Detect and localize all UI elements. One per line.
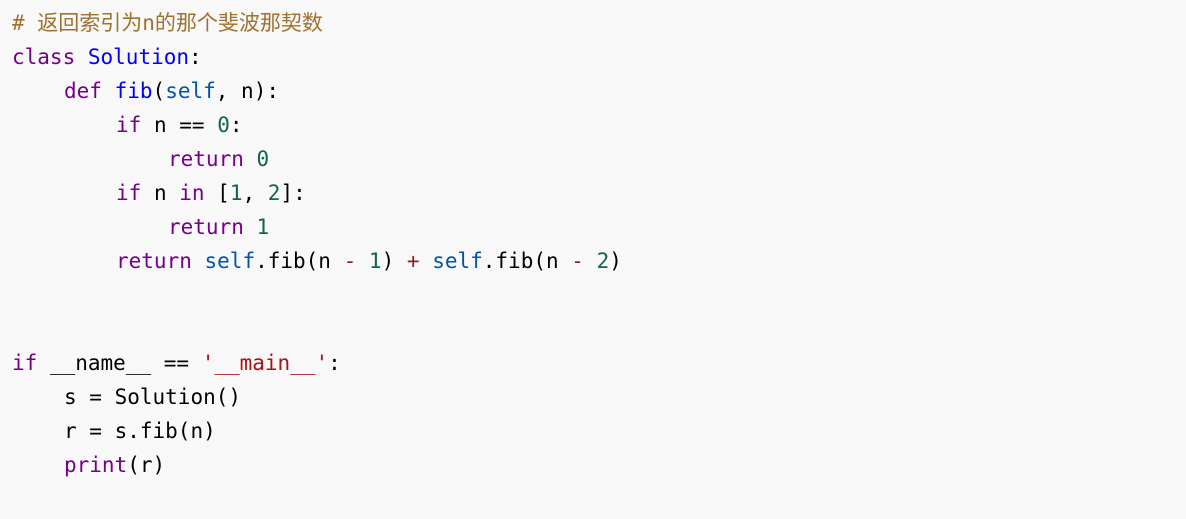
number-one: 1 <box>229 181 243 205</box>
keyword-if: if <box>116 181 142 205</box>
keyword-class: class <box>12 45 76 69</box>
punct-paren-open: ( <box>152 79 166 103</box>
operator-minus: - <box>343 249 357 273</box>
fib-call: .fib(n <box>482 249 572 273</box>
var-n: n <box>141 113 180 137</box>
code-line-def: def fib(self, n): <box>12 74 1186 108</box>
keyword-def: def <box>64 79 102 103</box>
param-self: self <box>165 79 216 103</box>
operator-assign: = <box>89 419 102 443</box>
code-line-if-in: if n in [1, 2]: <box>12 176 1186 210</box>
operator-assign: = <box>89 385 102 409</box>
number-return-one: 1 <box>256 215 270 239</box>
operator-eq: == <box>179 113 205 137</box>
fib-call: .fib(n <box>255 249 344 273</box>
number-arg-two: 2 <box>596 249 610 273</box>
code-line-return-one: return 1 <box>12 210 1186 244</box>
punct-list-close: ]: <box>280 181 306 205</box>
punct-comma: , <box>242 181 268 205</box>
keyword-if: if <box>12 351 38 375</box>
code-line-class: class Solution: <box>12 40 1186 74</box>
keyword-return: return <box>168 147 244 171</box>
var-n: n <box>141 181 180 205</box>
s-fib-call: s.fib(n) <box>101 419 216 443</box>
operator-minus: - <box>571 249 584 273</box>
function-name: fib <box>114 79 153 103</box>
keyword-in: in <box>179 181 205 205</box>
params-rest: , n): <box>215 79 279 103</box>
print-args: (r) <box>127 453 166 477</box>
keyword-if: if <box>116 113 142 137</box>
var-s: s <box>64 385 90 409</box>
punct-list-open: [ <box>204 181 230 205</box>
number-arg-one: 1 <box>368 249 382 273</box>
solution-call: Solution() <box>101 385 242 409</box>
code-line-s-assign: s = Solution() <box>12 380 1186 414</box>
number-two: 2 <box>267 181 281 205</box>
string-main: '__main__' <box>201 351 329 375</box>
code-line-blank <box>12 278 1186 312</box>
code-line-r-assign: r = s.fib(n) <box>12 414 1186 448</box>
code-line-return-recursive: return self.fib(n - 1) + self.fib(n - 2) <box>12 244 1186 278</box>
code-line-print: print(r) <box>12 448 1186 482</box>
dunder-name: __name__ <box>37 351 164 375</box>
code-line-blank <box>12 312 1186 346</box>
punct-colon: : <box>189 45 202 69</box>
punct-close-paren: ) <box>381 249 407 273</box>
code-line-return-zero: return 0 <box>12 142 1186 176</box>
self-ref: self <box>204 249 256 273</box>
class-name: Solution <box>87 45 190 69</box>
punct-close-paren: ) <box>609 249 622 273</box>
punct-colon: : <box>229 113 243 137</box>
code-line-if-zero: if n == 0: <box>12 108 1186 142</box>
builtin-print: print <box>64 453 128 477</box>
number-return-zero: 0 <box>256 147 270 171</box>
code-comment: # 返回索引为n的那个斐波那契数 <box>12 11 323 35</box>
code-line-comment: # 返回索引为n的那个斐波那契数 <box>12 6 1186 40</box>
self-ref: self <box>432 249 483 273</box>
code-line-main-if: if __name__ == '__main__': <box>12 346 1186 380</box>
operator-eq: == <box>163 351 190 375</box>
keyword-return: return <box>168 215 244 239</box>
operator-plus: + <box>406 249 420 273</box>
number-zero: 0 <box>217 113 230 137</box>
keyword-return: return <box>116 249 192 273</box>
punct-colon: : <box>328 351 341 375</box>
var-r: r <box>64 419 90 443</box>
